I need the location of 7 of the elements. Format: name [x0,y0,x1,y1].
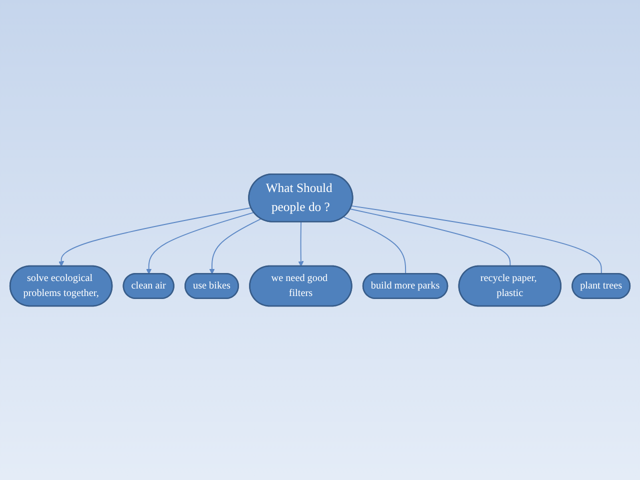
arrow [209,218,262,274]
arrow [146,212,254,274]
arrow [298,221,304,267]
connector [351,205,602,274]
connector [350,208,511,267]
connector [343,216,406,274]
arrow [58,207,252,267]
